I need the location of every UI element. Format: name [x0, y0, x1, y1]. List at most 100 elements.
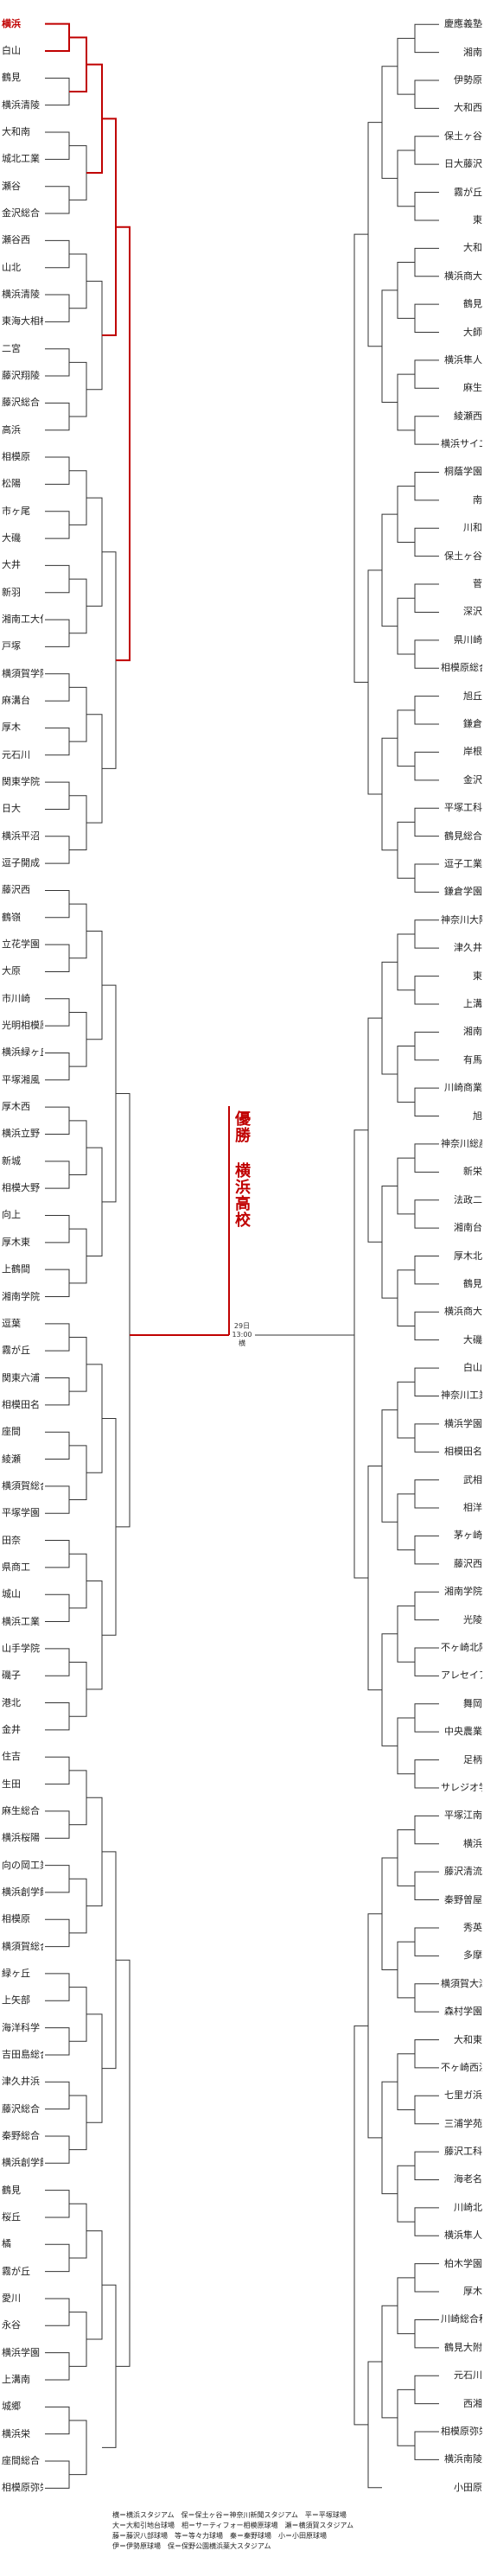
team-name: 旭	[473, 1110, 482, 1122]
bracket-match-line	[367, 122, 382, 347]
team-name: 小田原	[454, 2481, 482, 2493]
team-name: 湘南	[463, 1026, 482, 1038]
team-name: 大和西	[454, 102, 482, 114]
bracket-match-line	[69, 253, 87, 309]
bracket-match-line	[116, 1092, 131, 1528]
team-name: 座間	[2, 1426, 21, 1438]
bracket-match-line	[414, 2207, 439, 2236]
bracket-match-line	[45, 1593, 70, 1623]
bracket-match-line	[397, 2053, 415, 2110]
team-name: 相模原弥栄	[2, 2482, 43, 2494]
team-name: 秦野曽屋	[444, 1893, 482, 1905]
legend-line-3: 藤＝藤沢八部球場 等＝等々力球場 秦＝秦野球場 小＝小田原球場	[112, 2532, 327, 2540]
team-name: 岸根	[463, 746, 482, 758]
team-name: 藤沢翔陵	[2, 370, 40, 382]
bracket-match-line	[397, 1717, 415, 1775]
bracket-match-line	[397, 1605, 415, 1663]
bracket-match-line	[45, 1377, 70, 1406]
bracket-match-line	[414, 807, 439, 837]
bracket-match-line	[414, 1983, 439, 2013]
team-name: 橘	[2, 2238, 11, 2250]
team-name: 津久井	[454, 942, 482, 954]
team-name: 磯子	[2, 1670, 21, 1682]
team-name: 戸塚	[2, 640, 21, 652]
bracket-match-line	[381, 1186, 398, 1299]
team-name: 川和	[463, 522, 482, 534]
bracket-match-line	[102, 1851, 117, 2070]
team-name: 瀬谷西	[2, 234, 30, 246]
team-name: 藤沢西	[2, 884, 30, 896]
bracket-match-line	[414, 359, 439, 389]
team-name: 足柄	[463, 1753, 482, 1765]
bracket-match-line	[86, 1797, 103, 1907]
bracket-match-line	[414, 2039, 439, 2069]
bracket-match-line	[397, 37, 415, 95]
bracket-match-line	[414, 919, 439, 949]
team-name: 鶴見	[2, 2184, 21, 2196]
bracket-match-line	[381, 513, 398, 627]
bracket-match-line	[414, 1423, 439, 1453]
team-name: 平塚工科	[444, 802, 482, 814]
bracket-match-line	[414, 247, 439, 277]
bracket-match-line	[69, 2312, 87, 2367]
team-name: 保土ヶ谷	[444, 130, 482, 142]
team-name: 舞岡	[463, 1697, 482, 1709]
team-name: 菅	[473, 578, 482, 590]
team-name: 山北	[2, 261, 21, 273]
bracket-match-line	[45, 294, 70, 322]
team-name: 相模田名	[444, 1446, 482, 1458]
team-name: 慶應義塾	[444, 18, 482, 30]
team-name: 逗葉	[2, 1317, 21, 1329]
bracket-match-line	[69, 1662, 87, 1717]
team-name: 横浜平沼	[2, 830, 40, 842]
bracket-match-line	[414, 1031, 439, 1061]
team-name: 横須賀大津	[441, 1977, 482, 1989]
team-name: 藤沢西	[454, 1557, 482, 1569]
team-name: 高浜	[2, 423, 21, 436]
bracket-match-line	[86, 2230, 103, 2340]
team-name: 日大藤沢	[444, 158, 482, 170]
bracket-match-line	[69, 145, 87, 200]
bracket-match-line	[45, 1214, 70, 1243]
bracket-match-line	[367, 2361, 382, 2489]
team-name: 平塚江南	[444, 1810, 482, 1822]
bracket-match-line	[69, 578, 87, 634]
bracket-match-line	[397, 1493, 415, 1551]
bracket-match-line	[397, 2388, 415, 2446]
bracket-match-line	[86, 2013, 103, 2123]
bracket-match-line	[45, 2190, 70, 2218]
team-name: 鶴見	[463, 1277, 482, 1289]
team-name: 平塚湘風	[2, 1073, 40, 1085]
team-name: 鶴見	[2, 72, 21, 84]
team-name: 逗子工業	[444, 857, 482, 869]
team-name: 鎌倉学園	[444, 886, 482, 898]
team-name: 湘南学院	[444, 1586, 482, 1598]
team-name: 向上	[2, 1209, 21, 1221]
team-name: 座間総合	[2, 2454, 40, 2466]
team-name: 横浜学園	[444, 1417, 482, 1429]
bracket-match-line	[397, 1829, 415, 1886]
team-name: 厚木西	[2, 1101, 30, 1113]
team-name: 金井	[2, 1723, 21, 1735]
bracket-match-line	[45, 2460, 70, 2489]
bracket-match-line	[45, 186, 70, 214]
bracket-match-line	[367, 569, 382, 795]
bracket-match-line	[414, 2263, 439, 2293]
team-name: 平塚学園	[2, 1507, 40, 1519]
team-name: 湘南工大付	[2, 614, 43, 626]
bracket-match-line	[397, 2277, 415, 2335]
bracket-match-line	[381, 1633, 398, 1746]
team-name: 森村学園	[444, 2006, 482, 2018]
bracket-match-line	[414, 1703, 439, 1733]
bracket-match-line	[397, 821, 415, 879]
final-match-info: 29日 13:00 横	[229, 1322, 255, 1348]
team-name: 横浜清陵	[2, 99, 40, 111]
team-name: 横浜緑ヶ丘	[2, 1046, 43, 1059]
bracket-match-line	[414, 2318, 439, 2349]
team-name: 元石川	[454, 2369, 482, 2382]
venue-legend: 横＝横浜スタジアム 保＝保土ヶ谷＝神奈川新聞スタジアム 平＝平塚球場 大＝大和引…	[112, 2510, 475, 2552]
team-name: 神奈川大附	[441, 913, 482, 925]
team-name: 二宮	[2, 342, 21, 354]
team-name: 南	[473, 493, 482, 506]
bracket-match-line	[45, 727, 70, 756]
